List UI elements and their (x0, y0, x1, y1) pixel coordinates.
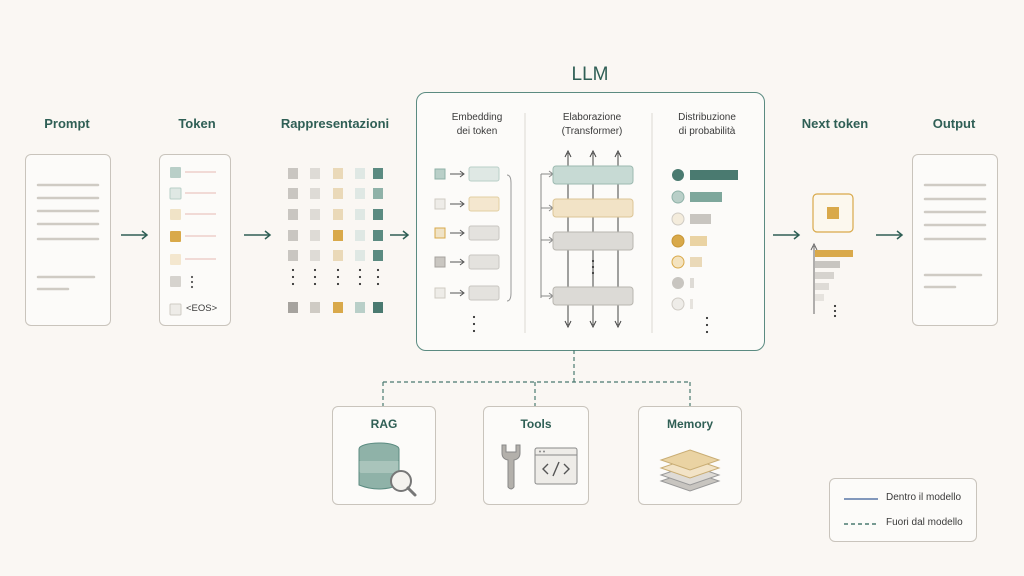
transformer-graphic (540, 149, 634, 329)
token-list-panel: <EOS> (159, 154, 231, 326)
stage-heading-output: Output (932, 116, 976, 131)
eos-token-label: <EOS> (186, 303, 218, 314)
legend-inside-label: Dentro il modello (886, 492, 962, 503)
legend-dashed-line (844, 523, 878, 525)
code-window-icon (534, 447, 578, 485)
distribution-heading: Distribuzione di probabilità (657, 111, 757, 139)
stage-heading-token: Token (178, 116, 216, 131)
distribution-heading-line2: di probabilità (678, 126, 736, 137)
legend: Dentro il modello Fuori dal modello (829, 478, 977, 542)
representations-grid (288, 168, 383, 313)
prompt-text-lines (36, 183, 100, 291)
database-search-icon (358, 442, 417, 497)
tools-card: Tools (483, 406, 589, 505)
arrow-right-icon (244, 230, 272, 240)
rag-card: RAG (332, 406, 436, 505)
output-text-lines (923, 183, 987, 289)
token-list-graphic (169, 167, 216, 316)
processing-heading: Elaborazione (Transformer) (542, 111, 642, 139)
distribution-heading-line1: Distribuzione (678, 112, 736, 123)
legend-solid-line (844, 498, 878, 500)
section-dividers (524, 113, 653, 333)
wrench-icon (501, 444, 521, 490)
prompt-document (25, 154, 111, 326)
stage-heading-representations: Rappresentazioni (280, 116, 390, 131)
embedding-graphic (434, 166, 512, 333)
next-token-graphic (810, 193, 854, 318)
memory-card: Memory (638, 406, 742, 505)
stage-heading-prompt: Prompt (44, 116, 90, 131)
legend-outside-label: Fuori dal modello (886, 517, 963, 528)
processing-heading-line1: Elaborazione (562, 112, 622, 123)
embedding-heading-line2: dei token (456, 126, 498, 137)
stage-heading-next-token: Next token (801, 116, 869, 131)
distribution-graphic (671, 169, 738, 334)
memory-title: Memory (666, 417, 713, 431)
llm-container: Embedding dei token Elaborazione (Transf… (416, 92, 765, 351)
memory-layers-icon (659, 449, 721, 492)
output-document (912, 154, 998, 326)
arrow-right-icon (390, 230, 410, 240)
embedding-heading-line1: Embedding (451, 112, 503, 123)
arrow-right-icon (773, 230, 801, 240)
arrow-right-icon (121, 230, 149, 240)
arrow-right-icon (876, 230, 904, 240)
stage-heading-llm: LLM (571, 64, 609, 85)
processing-heading-line2: (Transformer) (561, 126, 623, 137)
rag-title: RAG (370, 417, 398, 431)
tools-title: Tools (520, 417, 552, 431)
embedding-heading: Embedding dei token (427, 111, 527, 139)
